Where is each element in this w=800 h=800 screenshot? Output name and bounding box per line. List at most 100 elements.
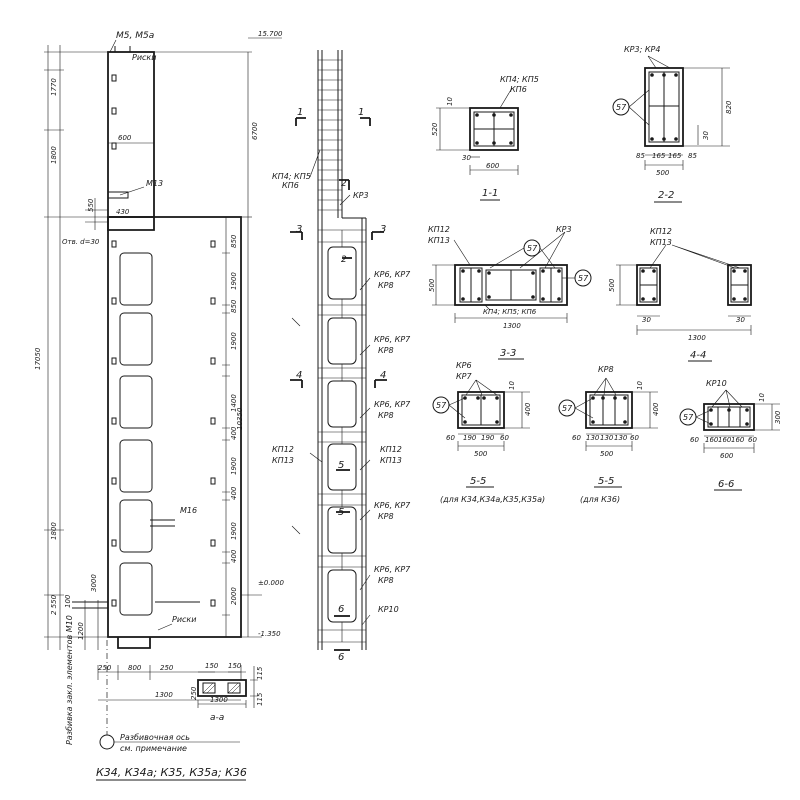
s33-label-top: КП12 — [428, 225, 450, 234]
section-a-dim-1300: 1300 — [210, 696, 228, 704]
s22-bubble: 57 — [616, 103, 627, 112]
dim-right: 850 — [230, 299, 238, 313]
s11-dim-w: 600 — [486, 162, 500, 170]
s55a-label: КР6 — [456, 361, 472, 370]
right-dim-chain: 850 1900 850 1900 1400 400 1900 400 1900… — [230, 234, 238, 605]
axis-note-2: см. примечание — [120, 744, 187, 753]
s55b-note: (для К36) — [580, 495, 620, 504]
s66-dim-b: 160 — [718, 436, 732, 444]
s55b-label: КР8 — [598, 365, 614, 374]
section-6-6 — [679, 389, 780, 453]
cut-3-right: 3 — [380, 224, 386, 235]
s11-label-bot: КП6 — [510, 85, 527, 94]
s33-bubble-b: 57 — [578, 274, 589, 283]
dim-800: 800 — [128, 664, 142, 672]
s55b-dim-w: 500 — [600, 450, 614, 458]
s66-title: 6-6 — [718, 479, 734, 490]
s33-dim-h: 500 — [428, 278, 436, 292]
dim-right: 850 — [230, 234, 238, 248]
s44-label2: КП13 — [650, 238, 672, 247]
dim-3000: 3000 — [90, 574, 98, 592]
s22-dim-30: 30 — [702, 131, 710, 140]
s55a-dim-h: 400 — [524, 402, 532, 416]
side-note: Разбивка закл. элементов М10 — [65, 615, 74, 745]
label-m16: М16 — [180, 506, 197, 515]
cage-label-kr6-2: КР6, КР7 — [374, 335, 411, 344]
s11-dim-h: 520 — [431, 122, 439, 136]
cut-1-right: 1 — [358, 107, 364, 118]
s11-dim-10: 10 — [446, 97, 454, 106]
cut-5-a: 5 — [338, 460, 344, 471]
s22-dim-w: 500 — [656, 169, 670, 177]
dim-right: 1900 — [230, 332, 238, 350]
cage-label-kr6-1: КР6, КР7 — [374, 270, 411, 279]
opening — [119, 499, 153, 553]
cut-5-b: 5 — [338, 507, 344, 518]
label-hole: Отв. d=30 — [62, 238, 100, 246]
s66-dim-10: 10 — [758, 393, 766, 402]
label-m13: М13 — [146, 179, 163, 188]
section-a-dim-250: 250 — [190, 686, 198, 700]
s22-dim-b: 85 — [688, 152, 697, 160]
s55a-dim-b: 60 — [446, 434, 455, 442]
opening — [119, 562, 153, 616]
cut-4-right: 4 — [380, 370, 386, 381]
s66-dim-h: 300 — [774, 410, 782, 424]
dim-right: 400 — [230, 426, 238, 440]
s44-dim-30a: 30 — [642, 316, 651, 324]
s44-dim-w: 1300 — [688, 334, 706, 342]
s55b-dim-b: 130 — [614, 434, 628, 442]
s55a-title: 5-5 — [470, 476, 486, 487]
s33-dim-w: 1300 — [503, 322, 521, 330]
cage-label-kp12-l: КП12 — [272, 445, 294, 454]
dim-1200: 1200 — [77, 622, 85, 640]
s22-label: КР3; КР4 — [624, 45, 660, 54]
s11-label-top: КП4; КП5 — [500, 75, 539, 84]
cage-label-kr6-5: КР6, КР7 — [374, 565, 411, 574]
s66-dim-b: 60 — [690, 436, 699, 444]
dim-100: 100 — [64, 594, 72, 608]
axis-note-1: Разбивочная ось — [120, 733, 190, 742]
dim-right: 400 — [230, 549, 238, 563]
section-a-dim-150a: 150 — [205, 662, 219, 670]
cage-label-kr8-1: КР8 — [378, 281, 394, 290]
dim-total: 17050 — [34, 347, 42, 370]
section-4-4 — [616, 244, 752, 335]
level-bot: -1.350 — [258, 630, 281, 638]
dim-right: 1900 — [230, 272, 238, 290]
s55a-dim-b: 60 — [500, 434, 509, 442]
dim-250a: 250 — [98, 664, 112, 672]
section-a-dim-115a: 115 — [256, 666, 264, 680]
cut-1-left: 1 — [297, 107, 303, 118]
cage-label-kp12-r: КП12 — [380, 445, 402, 454]
s55b-dim-h: 400 — [652, 402, 660, 416]
s55a-bubble: 57 — [436, 401, 447, 410]
s44-label: КП12 — [650, 227, 672, 236]
s55b-dim-b: 60 — [630, 434, 639, 442]
s55b-bubble: 57 — [562, 404, 573, 413]
s55b-title: 5-5 — [598, 476, 614, 487]
opening — [119, 252, 153, 306]
cage-label-kp13-l: КП13 — [272, 456, 294, 465]
section-3-3 — [432, 231, 592, 323]
dim-right: 2000 — [230, 587, 238, 605]
dim-600: 600 — [118, 134, 132, 142]
dim-lower: 10350 — [236, 407, 244, 430]
section-1-1 — [436, 87, 519, 175]
s44-dim-h: 500 — [608, 278, 616, 292]
cage-label-kp13-r: КП13 — [380, 456, 402, 465]
s33-bubble-a: 57 — [527, 244, 538, 253]
opening — [119, 375, 153, 429]
s66-bubble: 57 — [683, 413, 694, 422]
dim-1800b: 1800 — [50, 522, 58, 540]
reinforcement-cage — [290, 50, 387, 651]
cage-label-kr8-2: КР8 — [378, 346, 394, 355]
label-riski-top: Риски — [132, 53, 156, 62]
s55a-dim-10: 10 — [508, 381, 516, 390]
dim-upper: 6700 — [251, 122, 259, 140]
s66-label: КР10 — [706, 379, 727, 388]
cage-label-kr6-4: КР6, КР7 — [374, 501, 411, 510]
cut-2-b: 2 — [341, 255, 347, 265]
cage-label-kr8-5: КР8 — [378, 576, 394, 585]
